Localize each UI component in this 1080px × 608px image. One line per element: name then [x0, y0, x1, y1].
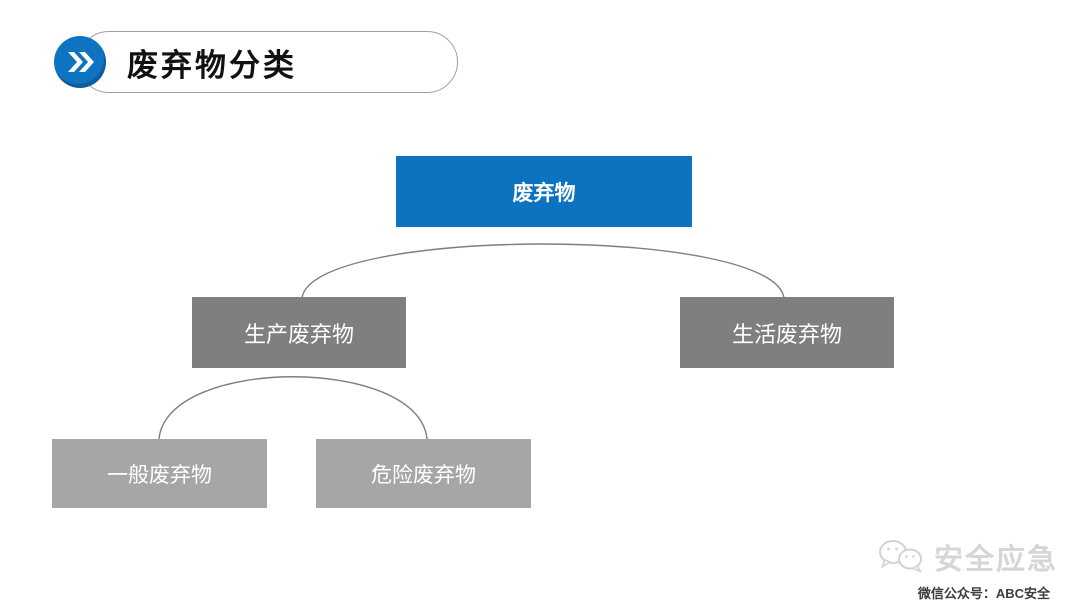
- tree-node-label: 生活废弃物: [731, 321, 842, 347]
- footer-logo: 安全应急: [876, 536, 1058, 578]
- wechat-icon: [878, 540, 922, 573]
- tree-node-label: 危险废弃物: [371, 463, 476, 487]
- tree-node-root: 废弃物: [396, 156, 692, 227]
- page-title: 废弃物分类: [127, 47, 297, 84]
- tree-node-hazardous-waste: 危险废弃物: [316, 439, 531, 508]
- footer-logo-text: 安全应急: [933, 544, 1058, 576]
- double-chevron-icon: [68, 52, 94, 72]
- tree-node-label: 生产废弃物: [243, 321, 354, 347]
- tree-node-label: 废弃物: [512, 181, 576, 205]
- footer-account-line: 微信公众号：ABC安全: [917, 586, 1050, 601]
- title-badge: [54, 36, 106, 88]
- title-banner: 废弃物分类: [78, 31, 458, 93]
- connector-root-to-level2: [301, 243, 785, 299]
- tree-node-label: 一般废弃物: [107, 463, 212, 487]
- tree-node-household-waste: 生活废弃物: [680, 297, 894, 368]
- tree-node-general-waste: 一般废弃物: [52, 439, 267, 508]
- connector-level2-to-level3: [158, 376, 428, 440]
- tree-node-production-waste: 生产废弃物: [192, 297, 406, 368]
